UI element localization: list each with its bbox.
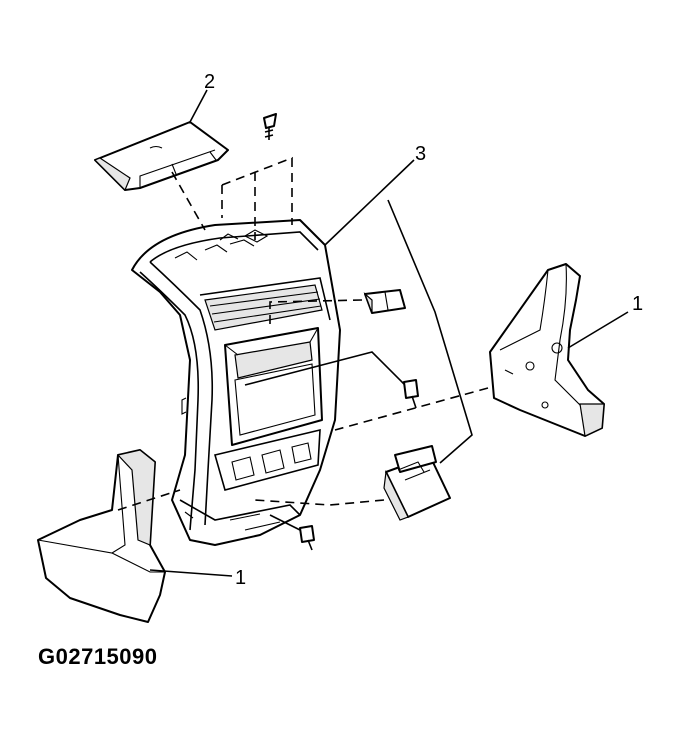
lower-tray-part bbox=[383, 445, 451, 521]
callout-1-right-label: 1 bbox=[632, 293, 643, 315]
middle-screw-leader bbox=[244, 351, 405, 386]
clip-leader bbox=[269, 299, 363, 330]
callout-1-left-leader bbox=[149, 569, 233, 577]
bottom-screw bbox=[299, 525, 315, 551]
left-cover-dashed-leader bbox=[117, 489, 181, 511]
top-screw bbox=[263, 113, 277, 140]
right-side-cover bbox=[489, 263, 605, 437]
left-side-cover bbox=[37, 449, 166, 623]
clip-part bbox=[363, 289, 406, 314]
callout-3-label: 3 bbox=[415, 143, 426, 165]
middle-screw bbox=[403, 379, 419, 409]
callout-2-leader bbox=[189, 89, 208, 123]
bottom-screw-leader bbox=[269, 514, 301, 531]
figure-id: G02715090 bbox=[38, 644, 158, 669]
top-cover-part bbox=[93, 121, 229, 192]
callout-3-leader bbox=[324, 159, 473, 464]
top-dashed-leaders bbox=[171, 156, 293, 240]
right-cover-dashed-leader bbox=[334, 387, 489, 431]
callout-1-right-leader bbox=[567, 311, 629, 349]
callout-1-left-label: 1 bbox=[235, 567, 246, 589]
callout-2-label: 2 bbox=[204, 71, 215, 93]
center-bezel-frame bbox=[131, 219, 341, 546]
tray-dashed-leader bbox=[254, 499, 385, 506]
